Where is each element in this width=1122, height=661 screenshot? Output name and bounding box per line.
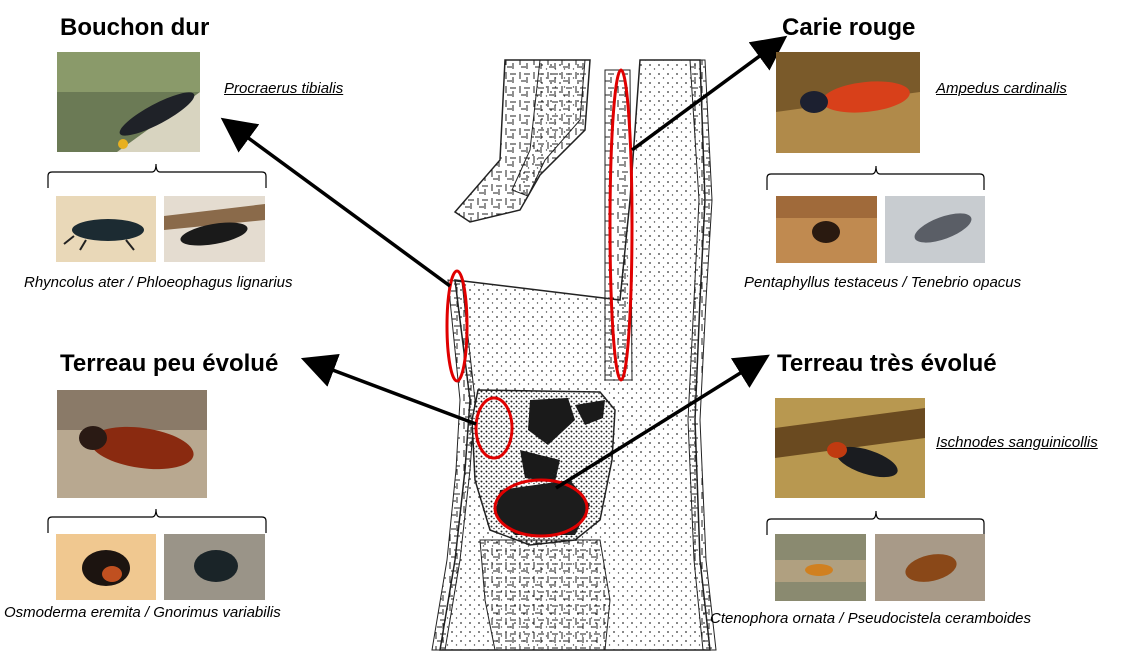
species-ischnodes: Ischnodes sanguinicollis [936,434,1098,451]
caption-terreau-peu: Osmoderma eremita / Gnorimus variabilis [4,604,281,621]
photo-ischnodes-sanguinicollis [775,398,925,498]
photo-phloeophagus-lignarius [164,196,265,262]
caption-bouchon-dur: Rhyncolus ater / Phloeophagus lignarius [24,274,293,291]
title-bouchon-dur: Bouchon dur [60,14,209,42]
brace-carie-rouge [767,166,984,190]
photo-ampedus-cardinalis [776,52,920,153]
brace-terreau-peu [48,509,266,533]
title-terreau-peu: Terreau peu évolué [60,350,278,378]
photo-gnorimus-variabilis [164,534,265,600]
title-terreau-tres: Terreau très évolué [777,350,997,378]
caption-terreau-tres: Ctenophora ornata / Pseudocistela ceramb… [710,610,1031,627]
photo-pentaphyllus-testaceus [776,196,877,263]
title-carie-rouge: Carie rouge [782,14,915,42]
photo-procraerus-tibialis [57,52,200,152]
photo-ctenophora-ornata [775,534,866,601]
photo-rhyncolus-ater [56,196,156,262]
brace-bouchon-dur [48,164,266,188]
brace-terreau-tres [767,511,984,535]
photo-tenebrio-opacus [885,196,985,263]
trunk-base-hatch [480,540,610,650]
photo-osmoderma-eremita [56,534,156,600]
species-ampedus: Ampedus cardinalis [936,80,1067,97]
photo-pseudocistela-ceramboides [875,534,985,601]
photo-terreau-peu-main [57,390,207,498]
caption-carie-rouge: Pentaphyllus testaceus / Tenebrio opacus [744,274,1021,291]
species-procraerus: Procraerus tibialis [224,80,343,97]
